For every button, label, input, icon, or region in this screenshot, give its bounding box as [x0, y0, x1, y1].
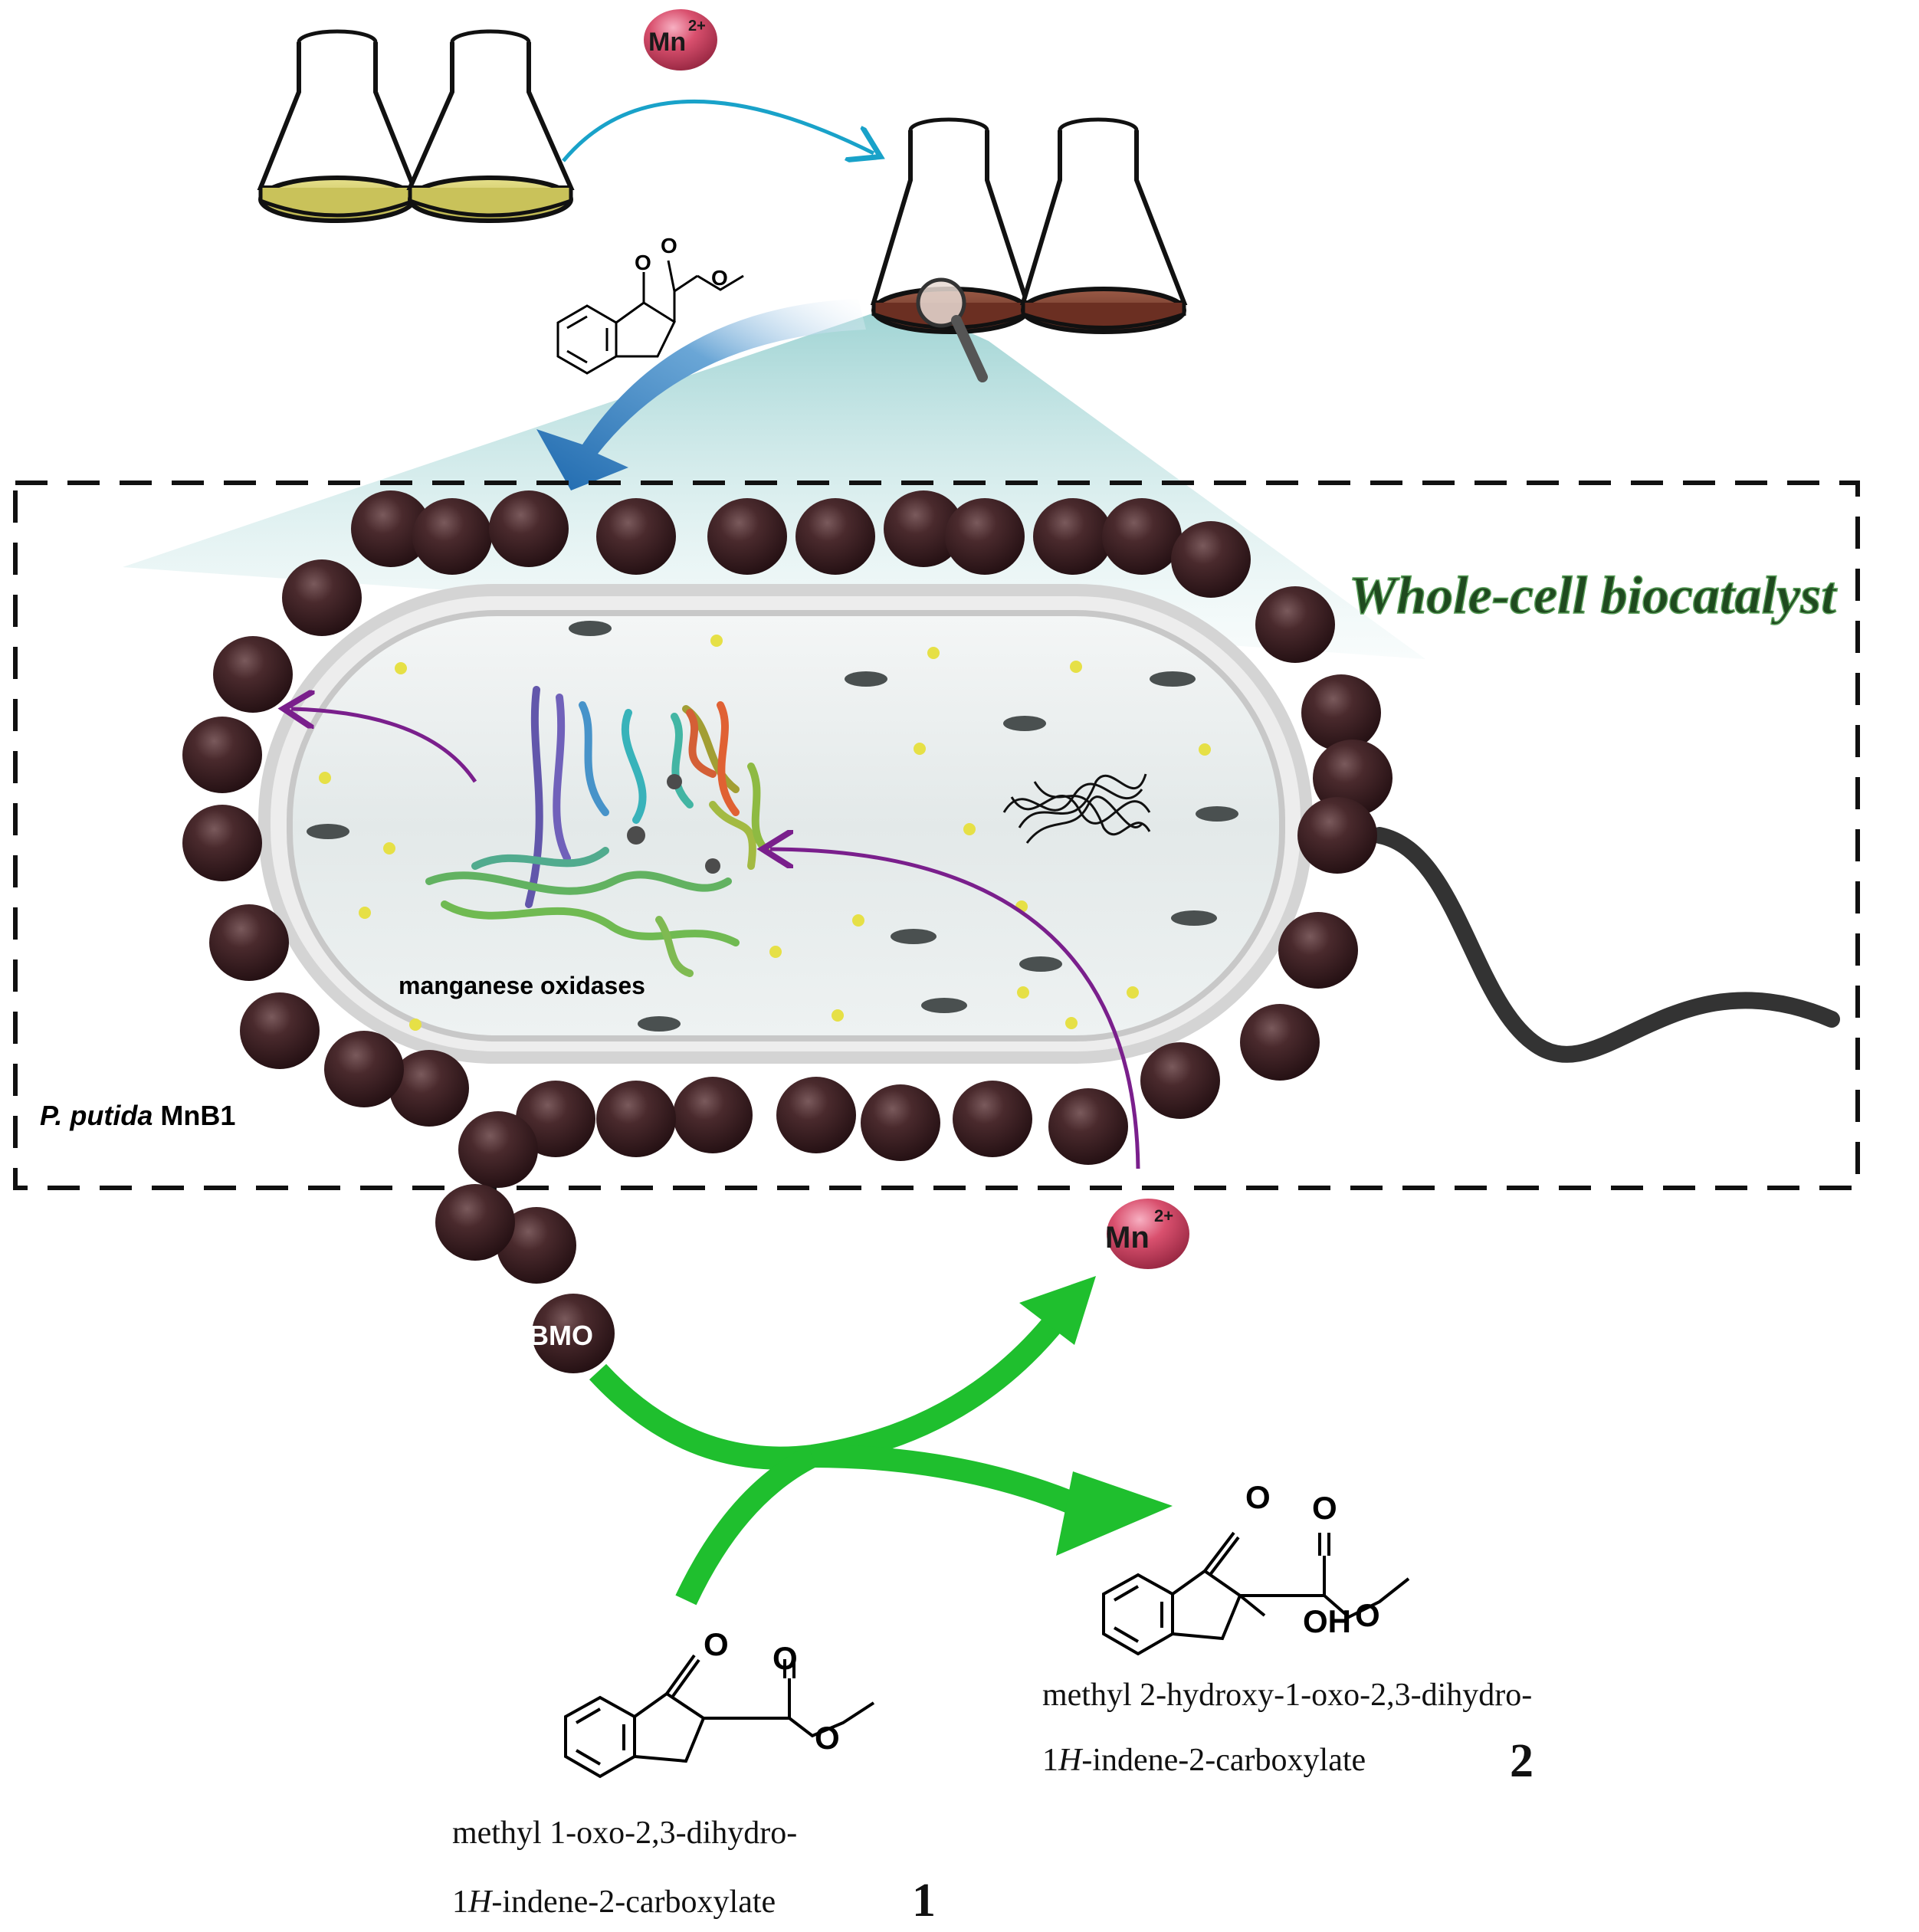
bmo-particle: [1171, 521, 1251, 598]
bmo-particle: [1240, 1004, 1320, 1081]
bmo-particle: [1297, 797, 1377, 874]
svg-text:2+: 2+: [688, 18, 706, 34]
bmo-particle: [458, 1111, 538, 1188]
compound2-name-line2: 1H-indene-2-carboxylate: [1042, 1743, 1366, 1778]
bmo-particle: [1278, 912, 1358, 989]
svg-text:2+: 2+: [1154, 1206, 1173, 1225]
compound1-name-line1: methyl 1-oxo-2,3-dihydro-: [452, 1816, 797, 1851]
c1-o-ester: O: [815, 1720, 840, 1756]
blue-feed-arrow: [536, 299, 866, 490]
bmo-particle: [776, 1077, 856, 1153]
bmo-particle: [953, 1081, 1032, 1157]
svg-text:Mn: Mn: [1105, 1221, 1150, 1255]
c2-o-ester: O: [1355, 1597, 1380, 1633]
bmo-particle: [673, 1077, 753, 1153]
bmo-particle: [795, 498, 875, 575]
compound1-name-line2: 1H-indene-2-carboxylate: [452, 1884, 776, 1920]
bmo-particle: [1033, 498, 1113, 575]
bmo-particle: [1048, 1088, 1128, 1165]
atom-o-small-2: O: [661, 234, 677, 257]
flask-pair-yellow: [257, 29, 575, 223]
bmo-particle: [707, 498, 787, 575]
substrate-structure-small: [556, 260, 744, 375]
bmo-particle: [861, 1084, 940, 1161]
flask-brown-right: [1019, 117, 1188, 334]
bmo-particle: [596, 1081, 676, 1157]
c1-o-ketone: O: [704, 1626, 729, 1662]
bmo-particle: [1301, 674, 1381, 751]
bmo-particle: [213, 636, 293, 713]
bmo-particles: [182, 490, 1393, 1284]
cyan-arrow: [562, 100, 874, 161]
bmo-particle: [182, 717, 262, 793]
compound2-name-line1: methyl 2-hydroxy-1-oxo-2,3-dihydro-: [1042, 1678, 1532, 1713]
flagellum: [1371, 827, 1840, 1063]
bmo-particle: [182, 805, 262, 881]
bmo-particle: [497, 1207, 576, 1284]
bmo-particle: [1313, 740, 1393, 816]
bmo-particle: [489, 490, 569, 567]
bmo-particle: [1140, 1042, 1220, 1119]
atom-o-small-3: O: [711, 266, 728, 290]
bmo-particle: [351, 490, 431, 567]
cell-zoom-frame: [13, 481, 1860, 1190]
flask-yellow-left: [257, 29, 418, 223]
bmo-particle: [282, 559, 362, 636]
bmo-particle: [412, 498, 492, 575]
atom-o-small-1: O: [635, 251, 651, 274]
c2-oh: OH: [1303, 1603, 1351, 1639]
bmo-particle: [389, 1050, 469, 1127]
bmo-catalyst-particle: BMO: [529, 1294, 615, 1373]
magnifier-icon: [916, 277, 988, 382]
bmo-label: BMO: [529, 1320, 593, 1351]
compound1-structure: [564, 1654, 875, 1779]
compound2-structure: [1102, 1531, 1410, 1656]
flask-yellow-right: [406, 29, 575, 223]
bmo-particle: [1102, 498, 1182, 575]
c1-o-carbonyl: O: [773, 1640, 798, 1676]
c2-o-ketone: O: [1245, 1479, 1271, 1515]
dna-icon: [1002, 773, 1151, 844]
cytoplasm-dots: [319, 635, 1211, 1031]
mn-ion-bottom: Mn 2+: [1105, 1199, 1189, 1269]
purple-arrow-export: [291, 709, 477, 783]
flask-pair-brown: [870, 117, 1188, 382]
bmo-particle: [596, 498, 676, 575]
manganese-oxidase-protein-icon: [425, 686, 770, 977]
bmo-particle: [1255, 586, 1335, 663]
bmo-particle: [945, 498, 1025, 575]
diagram-title: Whole-cell biocatalyst: [1349, 566, 1838, 625]
bmo-particle: [240, 992, 320, 1069]
cytoplasm-granules: [307, 621, 1238, 1032]
organism-label: P. putida MnB1: [40, 1100, 235, 1131]
svg-text:Mn: Mn: [648, 28, 686, 57]
enzyme-label: manganese oxidases: [399, 972, 645, 999]
mn-ion-top: Mn 2+: [644, 9, 717, 71]
bmo-particle: [435, 1184, 515, 1261]
compound2-number: 2: [1510, 1735, 1534, 1787]
c2-o-carbonyl: O: [1312, 1490, 1337, 1526]
purple-arrow-uptake: [770, 849, 1140, 1169]
bmo-particle: [324, 1031, 404, 1107]
arrowhead-to-mn: [1019, 1276, 1096, 1345]
bmo-particle: [884, 490, 963, 567]
compound1-number: 1: [912, 1875, 936, 1927]
bmo-particle: [209, 904, 289, 981]
arrowhead-to-product: [1056, 1471, 1173, 1556]
reaction-arrows: [589, 1310, 1094, 1606]
